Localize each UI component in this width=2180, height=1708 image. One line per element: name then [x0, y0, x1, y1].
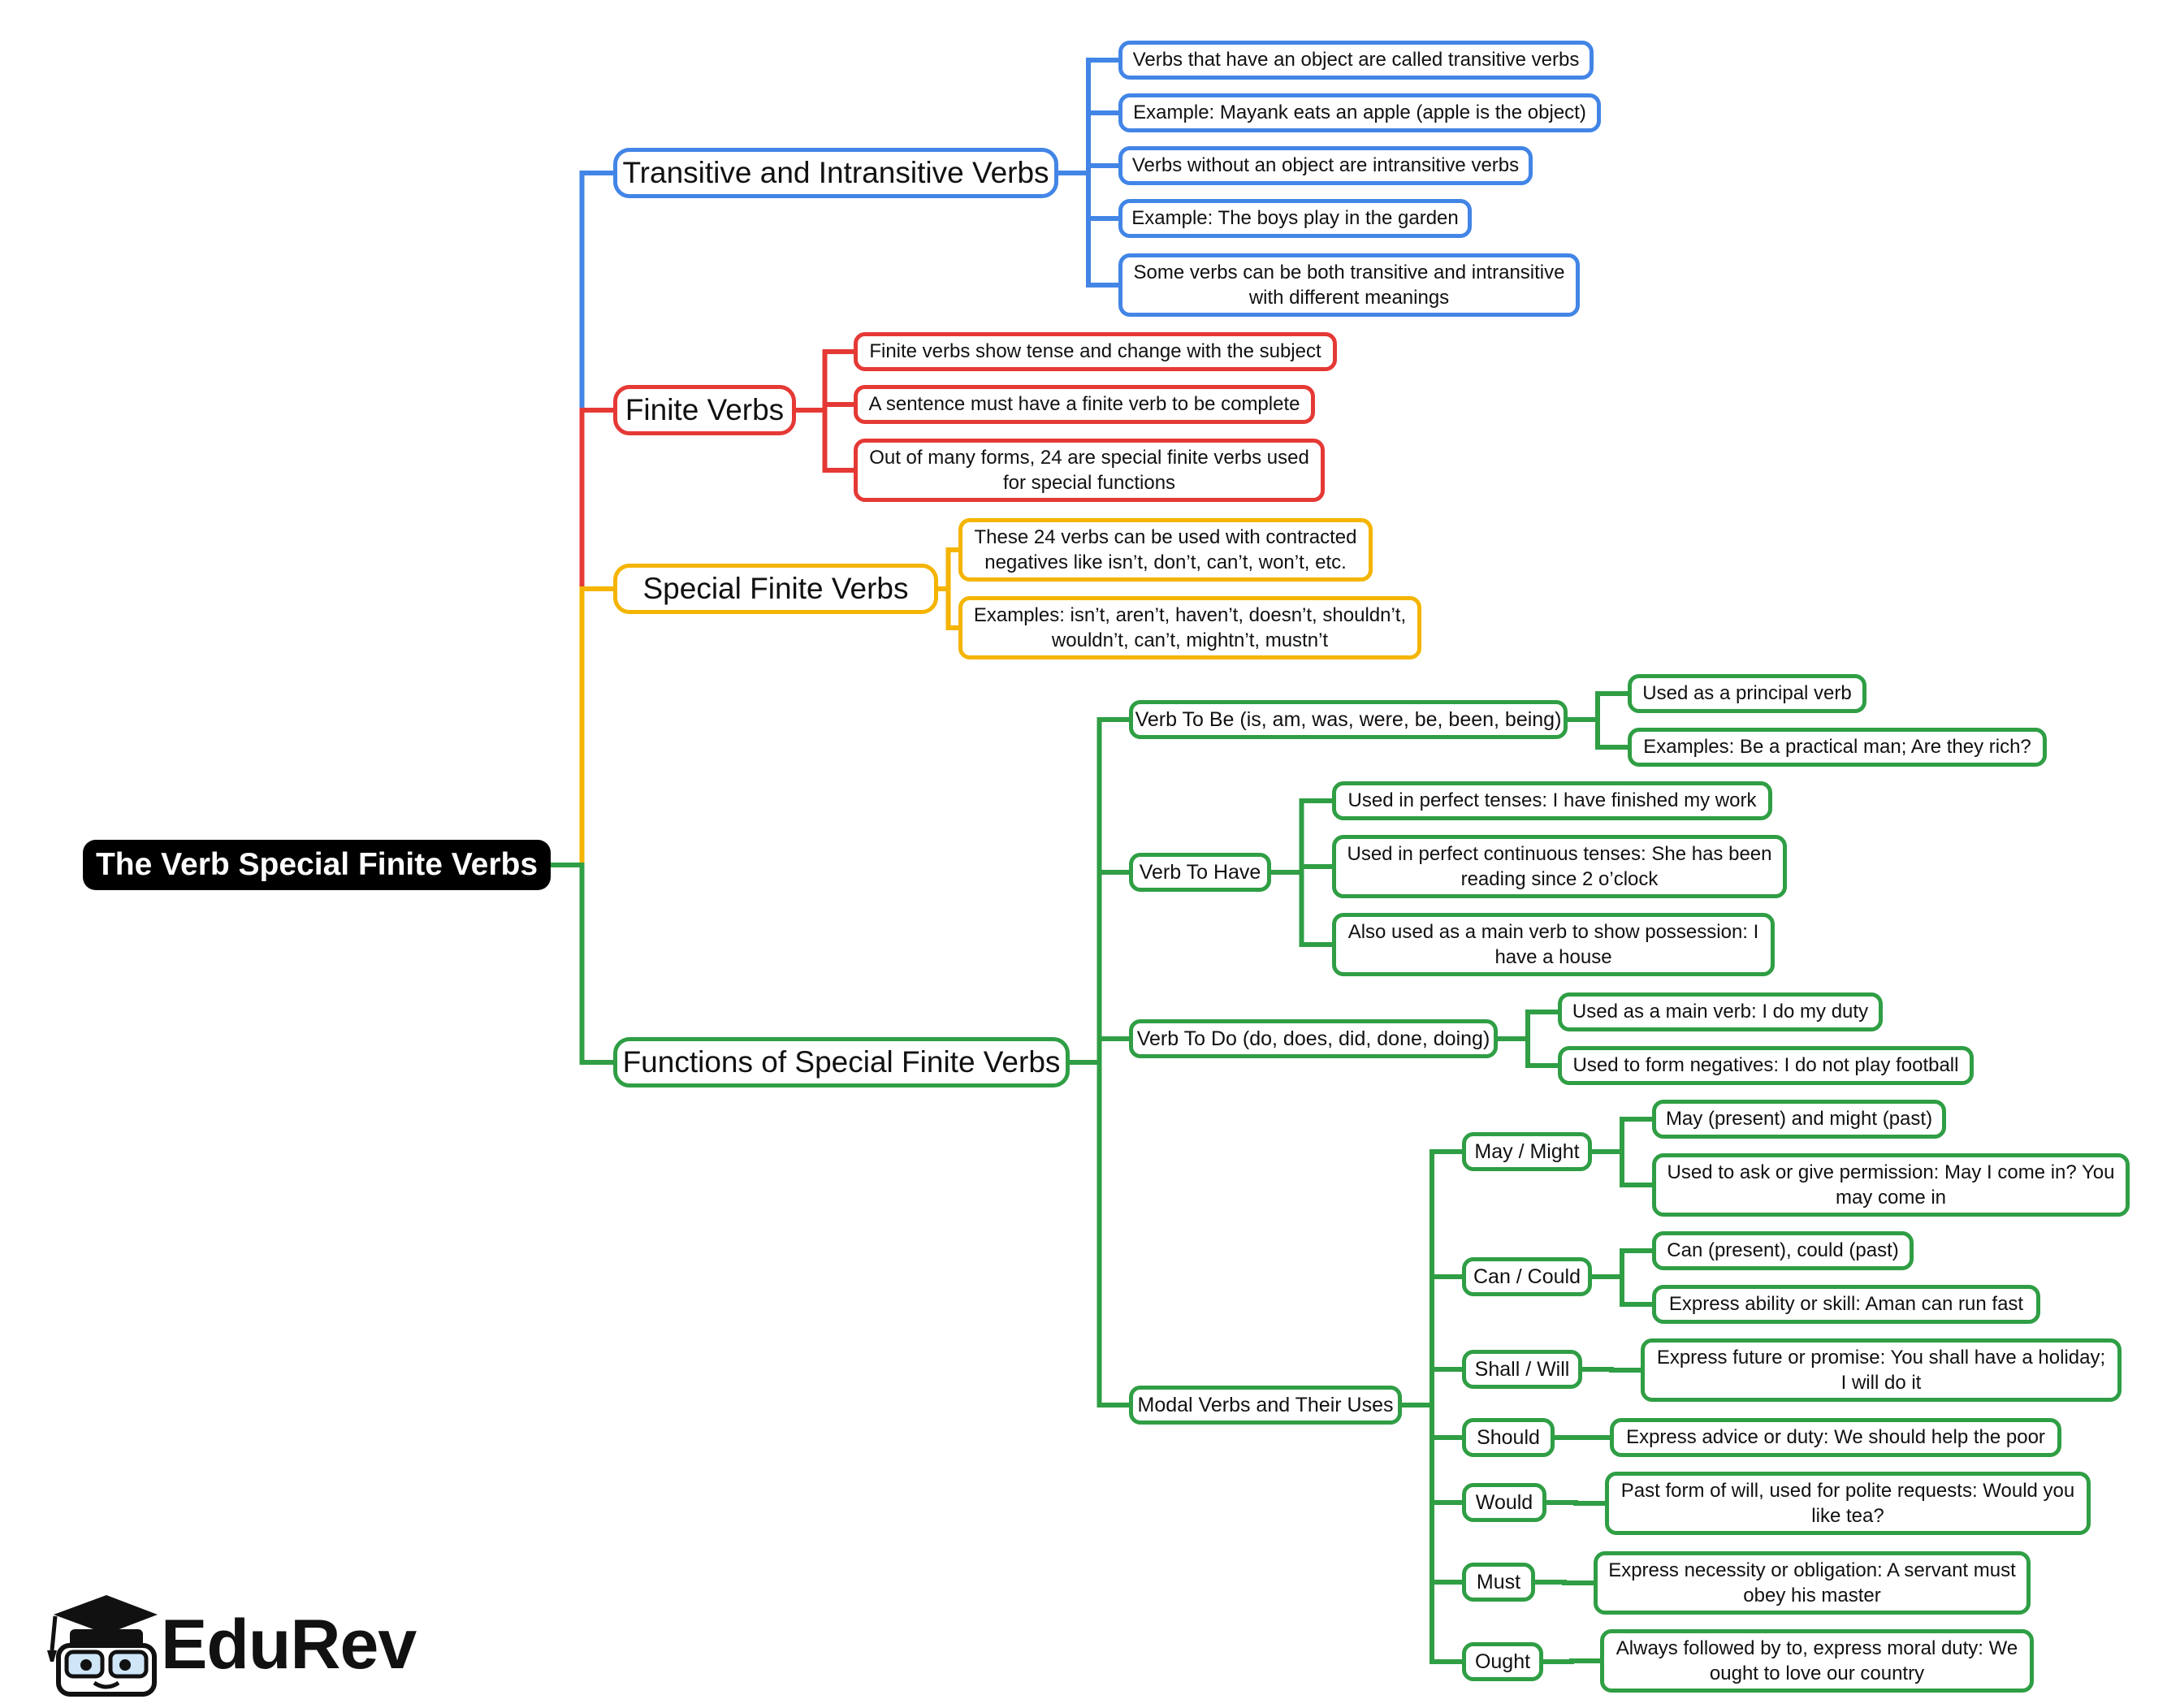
be-connector [1568, 717, 1628, 750]
leaf-can-ability[interactable]: Express ability or skill: Aman can run f… [1652, 1285, 2040, 1324]
be-connector [1568, 691, 1628, 722]
graduate-cap-icon [47, 1595, 158, 1697]
modal-can-could[interactable]: Can / Could [1462, 1257, 1592, 1296]
node-modal-verbs[interactable]: Modal Verbs and Their Uses [1129, 1386, 1402, 1425]
leaf-intransitive-definition[interactable]: Verbs without an object are intransitive… [1118, 146, 1533, 185]
leaf-shall-future[interactable]: Express future or promise: You shall hav… [1641, 1338, 2122, 1402]
can-connector [1592, 1248, 1652, 1279]
leaf-would-polite[interactable]: Past form of will, used for polite reque… [1605, 1472, 2091, 1535]
root-functions-connector [551, 863, 613, 1065]
functions-connector [1070, 870, 1129, 1065]
root-special-connector [551, 586, 613, 867]
leaf-should-advice[interactable]: Express advice or duty: We should help t… [1610, 1418, 2061, 1457]
special-connector [938, 586, 958, 630]
leaf-be-principal[interactable]: Used as a principal verb [1628, 674, 1866, 713]
modal-must[interactable]: Must [1462, 1563, 1535, 1602]
must-connector [1535, 1580, 1594, 1585]
modal-would[interactable]: Would [1462, 1483, 1546, 1522]
modal-may-might[interactable]: May / Might [1462, 1132, 1592, 1171]
may-connector [1592, 1149, 1652, 1187]
node-verb-to-be[interactable]: Verb To Be (is, am, was, were, be, been,… [1129, 700, 1568, 739]
leaf-have-perfect-continuous[interactable]: Used in perfect continuous tenses: She h… [1332, 835, 1787, 898]
ought-connector [1543, 1658, 1600, 1664]
edurev-logo: EduRev [37, 1592, 460, 1697]
leaf-do-main-verb[interactable]: Used as a main verb: I do my duty [1558, 992, 1883, 1031]
modals-connector [1402, 1367, 1462, 1407]
leaf-finite-24-forms[interactable]: Out of many forms, 24 are special finite… [854, 439, 1325, 502]
branch-finite-verbs[interactable]: Finite Verbs [613, 385, 796, 435]
modal-should[interactable]: Should [1462, 1418, 1555, 1457]
have-connector [1271, 870, 1332, 947]
leaf-finite-tense[interactable]: Finite verbs show tense and change with … [854, 332, 1337, 371]
branch-functions-special-finite[interactable]: Functions of Special Finite Verbs [613, 1037, 1070, 1087]
leaf-have-possession[interactable]: Also used as a main verb to show possess… [1332, 913, 1775, 976]
functions-connector [1070, 1036, 1129, 1065]
leaf-may-permission[interactable]: Used to ask or give permission: May I co… [1652, 1153, 2130, 1217]
have-connector [1271, 798, 1332, 875]
leaf-both-transitive-intransitive[interactable]: Some verbs can be both transitive and in… [1118, 253, 1580, 317]
node-verb-to-have[interactable]: Verb To Have [1129, 853, 1271, 892]
leaf-be-examples[interactable]: Examples: Be a practical man; Are they r… [1628, 728, 2047, 767]
do-connector [1498, 1036, 1558, 1068]
brand-name: EduRev [161, 1605, 417, 1684]
node-verb-to-do[interactable]: Verb To Do (do, does, did, done, doing) [1129, 1019, 1498, 1058]
root-node[interactable]: The Verb Special Finite Verbs [83, 840, 551, 890]
transitive-connector [1058, 171, 1118, 288]
leaf-finite-complete[interactable]: A sentence must have a finite verb to be… [854, 385, 1315, 424]
special-connector [938, 547, 958, 591]
do-connector [1498, 1010, 1558, 1041]
leaf-must-necessity[interactable]: Express necessity or obligation: A serva… [1594, 1551, 2031, 1615]
finite-connector [796, 349, 854, 413]
leaf-negative-examples[interactable]: Examples: isn’t, aren’t, haven’t, doesn’… [958, 596, 1421, 659]
leaf-have-perfect[interactable]: Used in perfect tenses: I have finished … [1332, 781, 1772, 820]
modals-connector [1402, 1403, 1462, 1664]
leaf-ought-moral-duty[interactable]: Always followed by to, express moral dut… [1600, 1629, 2034, 1693]
leaf-transitive-example[interactable]: Example: Mayank eats an apple (apple is … [1118, 93, 1601, 132]
branch-transitive-intransitive[interactable]: Transitive and Intransitive Verbs [613, 148, 1058, 198]
modal-shall-will[interactable]: Shall / Will [1462, 1350, 1582, 1389]
branch-special-finite-verbs[interactable]: Special Finite Verbs [613, 564, 938, 614]
leaf-may-present-past[interactable]: May (present) and might (past) [1652, 1100, 1946, 1139]
leaf-transitive-definition[interactable]: Verbs that have an object are called tra… [1118, 41, 1594, 80]
finite-connector [796, 408, 854, 473]
modal-ought[interactable]: Ought [1462, 1642, 1543, 1681]
can-connector [1592, 1274, 1652, 1307]
leaf-can-present-past[interactable]: Can (present), could (past) [1652, 1231, 1914, 1270]
leaf-intransitive-example[interactable]: Example: The boys play in the garden [1118, 199, 1472, 238]
shall-connector [1582, 1367, 1641, 1373]
leaf-do-negatives[interactable]: Used to form negatives: I do not play fo… [1558, 1046, 1974, 1085]
leaf-contracted-negatives[interactable]: These 24 verbs can be used with contract… [958, 518, 1373, 582]
may-connector [1592, 1117, 1652, 1154]
functions-connector [1070, 1060, 1129, 1407]
